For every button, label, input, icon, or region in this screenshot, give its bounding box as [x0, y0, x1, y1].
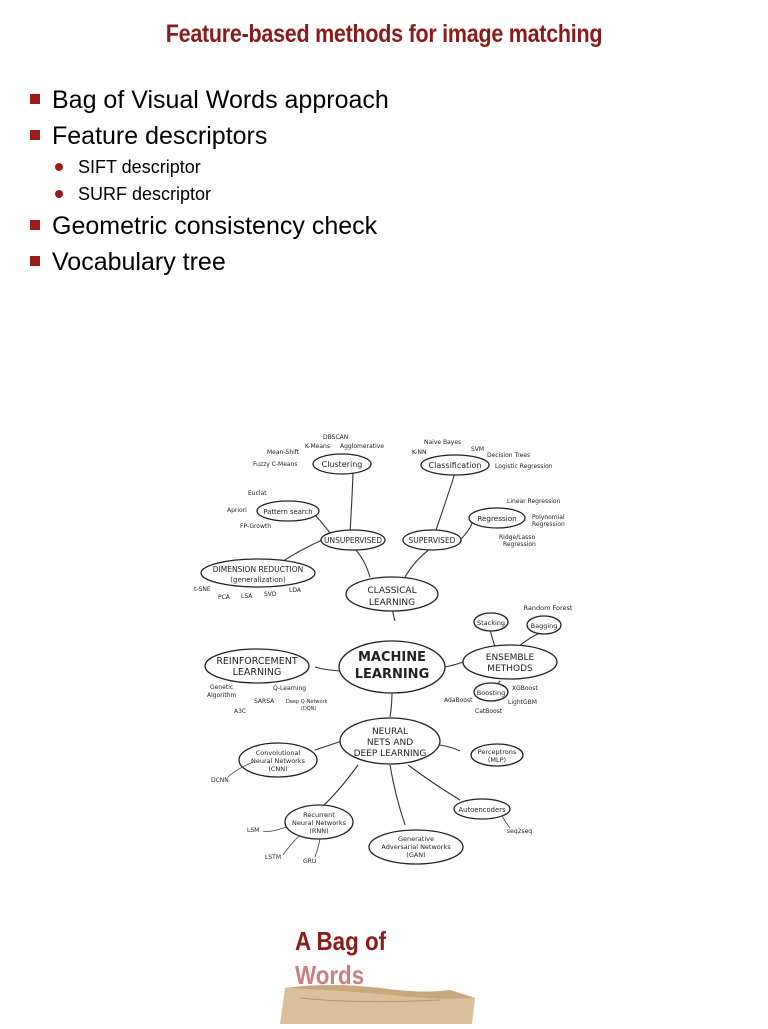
leaf-label: CatBoost	[475, 708, 503, 715]
leaf-label: Apriori	[227, 507, 247, 514]
leaf-label: Genetic	[210, 684, 233, 691]
sub-bullet-item: SIFT descriptor	[28, 154, 728, 181]
classical-node-line1: CLASSICAL	[367, 586, 416, 596]
leaf-label: Polynomial	[532, 514, 565, 521]
leaf-label: Regression	[503, 541, 536, 548]
leaf-label: AdaBoost	[444, 697, 473, 704]
dimension-node-line1: DIMENSION REDUCTION	[213, 565, 303, 574]
square-bullet-icon	[30, 130, 40, 140]
neural-node-line1: NEURAL	[372, 727, 408, 737]
bullet-item: Feature descriptors	[28, 118, 728, 154]
classical-node-line2: LEARNING	[369, 598, 415, 608]
bullet-text: Bag of Visual Words approach	[52, 86, 389, 114]
neural-node-line3: DEEP LEARNING	[354, 749, 427, 759]
stacking-node: Stacking	[477, 619, 505, 627]
leaf-label: Linear Regression	[507, 498, 561, 505]
cnn-node-line3: (CNN)	[268, 765, 287, 773]
square-bullet-icon	[30, 94, 40, 104]
leaf-label: K-NN	[412, 449, 426, 456]
sub-bullet-text: SURF descriptor	[78, 184, 211, 204]
leaf-label: Decision Trees	[487, 452, 530, 459]
bagging-node: Bagging	[531, 622, 558, 630]
leaf-label: t-SNE	[194, 586, 211, 593]
leaf-label: Euclat	[248, 490, 267, 497]
leaf-label: Logistic Regression	[495, 463, 553, 470]
bullet-text: Vocabulary tree	[52, 248, 226, 276]
leaf-label: DCNN	[211, 777, 229, 784]
leaf-label: GRU	[303, 858, 316, 865]
leaf-label: Deep Q-Network	[286, 699, 328, 705]
supervised-node: SUPERVISED	[409, 536, 456, 545]
leaf-label: Algorithm	[207, 692, 237, 699]
autoencoders-node: Autoencoders	[459, 806, 506, 814]
leaf-label: (DQN)	[301, 706, 316, 712]
square-bullet-icon	[30, 256, 40, 266]
leaf-label: PCA	[218, 594, 231, 601]
bullet-item: Vocabulary tree	[28, 244, 728, 280]
boosting-node: Boosting	[477, 689, 505, 697]
reinforcement-node-line1: REINFORCEMENT	[216, 656, 298, 667]
bullet-text: Geometric consistency check	[52, 212, 377, 240]
dot-bullet-icon	[55, 190, 63, 198]
regression-node: Regression	[477, 514, 516, 523]
leaf-label: LSTM	[265, 854, 281, 861]
square-bullet-icon	[30, 220, 40, 230]
leaf-label: Naive Bayes	[424, 439, 461, 446]
reinforcement-node-line2: LEARNING	[233, 667, 282, 678]
leaf-label: Q-Learning	[273, 685, 306, 692]
leaf-label: SVM	[471, 446, 484, 453]
leaf-label: XGBoost	[512, 685, 538, 692]
caption-line1: A Bag of	[295, 924, 386, 958]
perceptrons-node-line2: (MLP)	[488, 756, 506, 764]
leaf-label: FP-Growth	[240, 523, 271, 530]
perceptrons-node-line1: Perceptrons	[478, 748, 517, 756]
leaf-label: LSA	[241, 593, 253, 600]
neural-node-line2: NETS AND	[367, 738, 413, 748]
paper-bag-image	[240, 978, 540, 1024]
random-forest-label: Random Forest	[524, 604, 573, 612]
bullet-item: Geometric consistency check	[28, 208, 728, 244]
leaf-label: A3C	[234, 708, 246, 715]
leaf-label: Ridge/Lasso	[499, 534, 535, 541]
cnn-node-line2: Neural Networks	[251, 757, 306, 765]
dot-bullet-icon	[55, 163, 63, 171]
leaf-label: Mean-Shift	[267, 449, 300, 456]
clustering-node: Clustering	[322, 460, 363, 469]
slide-title: Feature-based methods for image matching	[54, 20, 714, 49]
bullet-text: Feature descriptors	[52, 122, 267, 150]
leaf-label: Agglomerative	[340, 443, 384, 450]
pattern-search-node: Pattern search	[263, 508, 312, 516]
leaf-label: SARSA	[254, 698, 275, 705]
unsupervised-node: UNSUPERVISED	[324, 536, 382, 545]
leaf-label: LSM	[247, 827, 259, 834]
sub-bullet-text: SIFT descriptor	[78, 157, 201, 177]
center-node-line2: LEARNING	[355, 667, 430, 682]
gan-node-line3: (GAN)	[406, 851, 425, 859]
cnn-node-line1: Convolutional	[256, 749, 301, 757]
leaf-label: LightGBM	[508, 699, 537, 706]
ensemble-node-line2: METHODS	[487, 664, 533, 674]
leaf-label: seq2seq	[507, 828, 532, 835]
leaf-label: K-Means	[305, 443, 330, 450]
leaf-label: LDA	[289, 587, 302, 594]
gan-node-line2: Adversarial Networks	[381, 843, 451, 851]
bullet-item: Bag of Visual Words approach	[28, 82, 728, 118]
leaf-label: Fuzzy C-Means	[253, 461, 298, 468]
leaf-label: DBSCAN	[323, 434, 348, 441]
sub-bullet-item: SURF descriptor	[28, 181, 728, 208]
rnn-node-line2: Neural Networks	[292, 819, 347, 827]
ml-mindmap-diagram: MACHINE LEARNING CLASSICAL LEARNING UNSU…	[190, 425, 580, 875]
leaf-label: SVD	[264, 591, 277, 598]
classification-node: Classification	[429, 461, 482, 470]
gan-node-line1: Generative	[398, 835, 434, 843]
rnn-node-line1: Recurrent	[303, 811, 335, 819]
center-node-line1: MACHINE	[358, 650, 426, 665]
bullet-list: Bag of Visual Words approach Feature des…	[28, 82, 728, 280]
leaf-label: Regression	[532, 521, 565, 528]
rnn-node-line3: (RNN)	[309, 827, 328, 835]
ensemble-node-line1: ENSEMBLE	[486, 653, 535, 663]
dimension-node-line2: (generalization)	[230, 576, 286, 584]
